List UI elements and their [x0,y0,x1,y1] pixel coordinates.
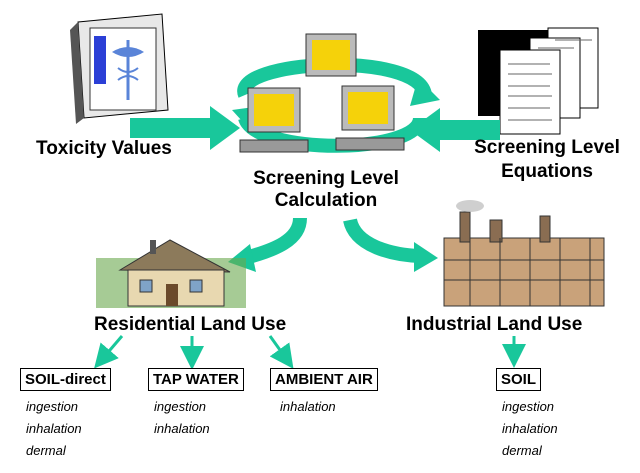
ambient-air-pathways: inhalation [280,396,336,418]
soil-direct-arrow [94,335,124,369]
pathway-item: inhalation [26,421,82,436]
pathway-item: ingestion [26,399,79,414]
screening-level-equations-label: Screening Level Equations [462,136,632,184]
computers-icon [232,33,440,153]
ambient-air-box: AMBIENT AIR [270,368,378,391]
pathway-item: ingestion [154,399,207,414]
toxicity-arrow [130,106,240,150]
equations-line-2: Equations [501,161,593,182]
house-icon [96,239,246,308]
residential-land-use-label: Residential Land Use [94,314,287,335]
industrial-soil-pathways: ingestion inhalation dermal [502,396,558,462]
soil-direct-box: SOIL-direct [20,368,111,391]
pathway-item: dermal [26,443,66,458]
factory-icon [443,200,605,307]
soil-direct-pathways: ingestion inhalation dermal [26,396,82,462]
calculation-line-2: Calculation [274,190,378,211]
pathway-item: dermal [502,443,542,458]
industrial-land-use-label: Industrial Land Use [406,314,583,335]
toxicity-book-icon [70,13,169,124]
residential-arrow [243,217,307,265]
pathway-item: inhalation [154,421,210,436]
screening-level-calculation-label: Screening Level Calculation [236,168,416,212]
pathway-item: inhalation [280,399,336,414]
equations-line-1: Screening Level [474,137,620,158]
toxicity-values-label: Toxicity Values [36,138,172,159]
equations-documents-icon [478,27,599,135]
industrial-soil-box: SOIL [496,368,542,391]
calculation-line-1: Screening Level [253,168,399,189]
equations-arrow [410,108,500,152]
tap-water-box: TAP WATER [148,368,244,391]
tap-water-pathways: ingestion inhalation [154,396,210,440]
pathway-item: inhalation [502,421,558,436]
ambient-air-arrow [268,335,294,369]
industrial-arrow [343,217,421,263]
pathway-item: ingestion [502,399,555,414]
